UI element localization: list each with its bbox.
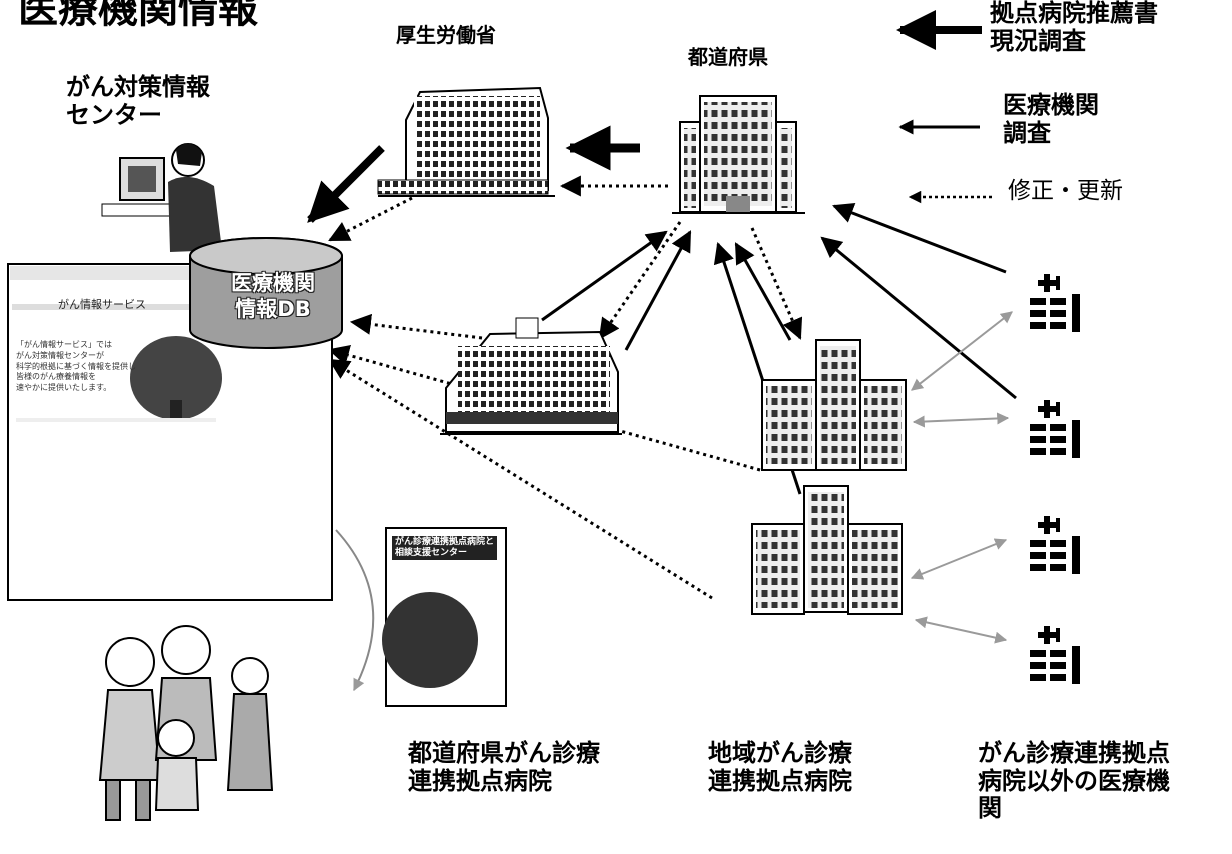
- other-institutions-line2: 病院以外の医療機: [978, 766, 1170, 795]
- regional-hospital-building-icon: [761, 339, 907, 471]
- legend-dotted-label: 修正・更新: [1008, 178, 1123, 204]
- website-title: がん情報サービス: [58, 298, 146, 311]
- cancer-info-center-line1: がん対策情報: [66, 73, 210, 101]
- mhlw-building-icon: [377, 86, 555, 197]
- regional-hospital-building-icon-2: [751, 485, 903, 615]
- clinic-icon: [1030, 274, 1080, 332]
- legend-medium-line1: 医療機関: [1003, 91, 1099, 119]
- other-institutions-line1: がん診療連携拠点: [978, 739, 1170, 767]
- leaflet-title: がん診療連携拠点病院と 相談支援センター: [392, 536, 498, 560]
- page-title: 医療機関情報: [18, 0, 258, 32]
- prefecture-building-icon: [672, 95, 805, 214]
- other-institutions-label: がん診療連携拠点 病院以外の医療機 関: [978, 739, 1170, 823]
- clinic-icon-2: [1030, 400, 1080, 458]
- prefectural-hospital-line1: 都道府県がん診療: [408, 739, 600, 767]
- other-institutions-line3: 関: [978, 794, 1002, 823]
- prefectural-hospital-line2: 連携拠点病院: [408, 766, 552, 795]
- prefecture-label: 都道府県: [688, 45, 768, 69]
- clinic-icon-3: [1030, 516, 1080, 574]
- regional-hospital-line1: 地域がん診療: [708, 739, 852, 767]
- prefectural-hospital-building-icon: [440, 317, 622, 435]
- curved-flow-arrow: [335, 529, 375, 692]
- database-label: 医療機関 情報DB: [198, 270, 348, 323]
- regional-hospital-line2: 連携拠点病院: [708, 766, 852, 795]
- regional-hospital-label: 地域がん診療 連携拠点病院: [708, 739, 852, 795]
- website-intro-text: 「がん情報サービス」では がん対策情報センターが 科学的根拠に基づく情報を提供し…: [16, 340, 136, 393]
- cancer-info-center-label: がん対策情報 センター: [66, 73, 210, 129]
- cancer-info-center-line2: センター: [66, 100, 162, 129]
- prefectural-hospital-label: 都道府県がん診療 連携拠点病院: [408, 739, 600, 795]
- family-illustration: [98, 625, 274, 821]
- database-label-line2: 情報DB: [235, 297, 311, 322]
- operator-at-computer-icon: [101, 143, 222, 252]
- mhlw-label: 厚生労働省: [396, 23, 496, 47]
- legend-thick-label: 拠点病院推薦書 現況調査: [990, 0, 1158, 55]
- database-icon: [189, 237, 343, 349]
- clinic-icon-4: [1030, 626, 1080, 684]
- legend-medium-line2: 調査: [1003, 118, 1051, 147]
- legend-thick-line1: 拠点病院推薦書: [990, 0, 1158, 27]
- legend-medium-label: 医療機関 調査: [1003, 91, 1099, 147]
- database-label-line1: 医療機関: [231, 271, 315, 295]
- legend-thick-line2: 現況調査: [990, 26, 1086, 55]
